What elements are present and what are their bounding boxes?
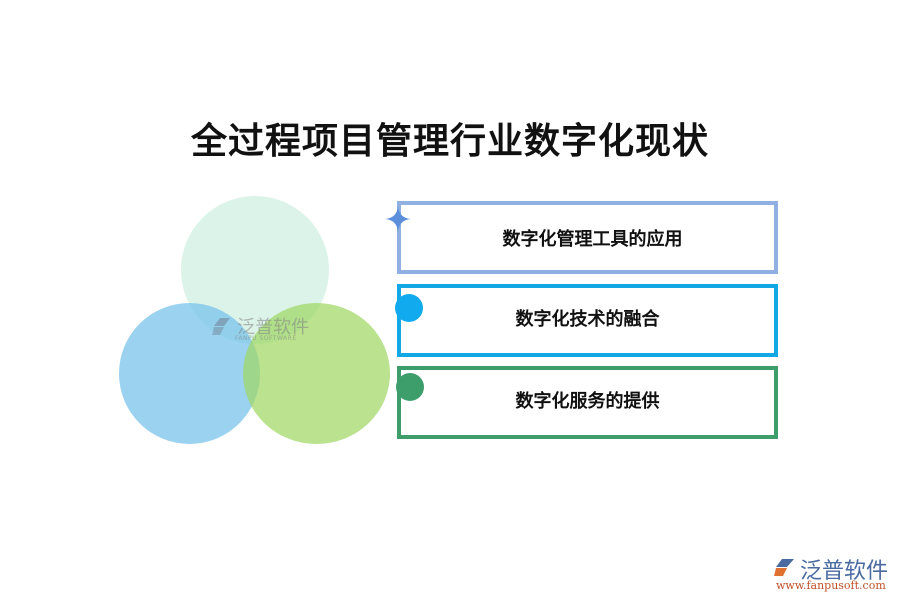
fanpu-logo-icon [212,318,230,335]
page-title: 全过程项目管理行业数字化现状 [190,121,709,162]
logo-text: 泛普软件 [800,559,889,584]
watermark-text: 泛普软件 [237,317,310,338]
venn-circle-right [243,303,390,444]
sparkle-star-icon [385,206,411,232]
brand-logo: 泛普软件 www.fanpusoft.com [770,553,895,593]
logo-url: www.fanpusoft.com [776,579,886,592]
item-box-1: 数字化管理工具的应用 [397,201,778,274]
item-box-3: 数字化服务的提供 [397,366,778,439]
fanpu-logo-icon [774,559,794,576]
watermark: 泛普软件 FANPU SOFTWARE [210,313,310,342]
watermark-sub: FANPU SOFTWARE [235,335,297,342]
item-label-1: 数字化管理工具的应用 [502,228,683,250]
green-dot-icon [396,373,424,401]
item-label-3: 数字化服务的提供 [515,391,660,412]
blue-dot-icon [395,294,423,322]
item-box-2: 数字化技术的融合 [397,284,778,357]
venn-circle-left [119,303,260,444]
item-label-2: 数字化技术的融合 [515,309,660,330]
